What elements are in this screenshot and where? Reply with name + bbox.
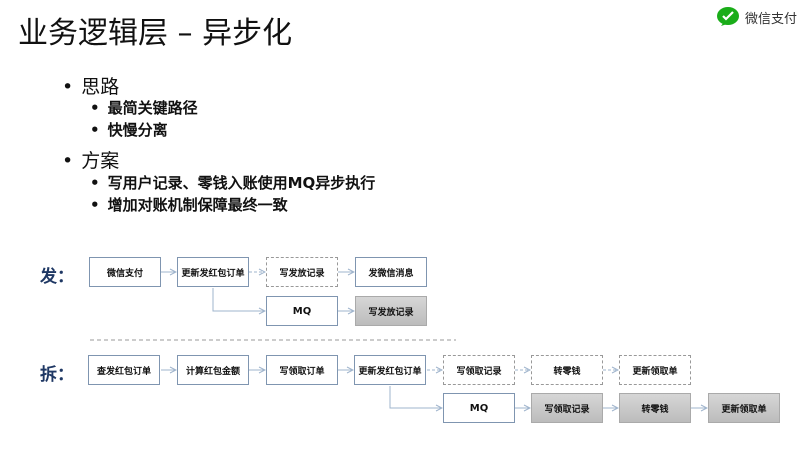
wechat-pay-logo: 微信支付 xyxy=(716,6,797,28)
sub-bullet: •写用户记录、零钱入账使用MQ异步执行 xyxy=(90,174,376,192)
flow-box-consumer: 更新领取单 xyxy=(708,393,780,423)
bullet-ideas: •思路 xyxy=(62,76,120,98)
bullet-plan: •方案 xyxy=(62,150,120,172)
flow-box: 更新发红包订单 xyxy=(354,355,426,385)
flow-box-async: 更新领取单 xyxy=(619,355,691,385)
flow-box-consumer: 写发放记录 xyxy=(355,296,427,326)
slide-title: 业务逻辑层 – 异步化 xyxy=(18,16,293,51)
flow-box-consumer: 写领取记录 xyxy=(531,393,603,423)
flow-box: 查发红包订单 xyxy=(88,355,160,385)
flow-box: 计算红包金额 xyxy=(177,355,249,385)
flow-box-async: 转零钱 xyxy=(531,355,603,385)
open-label: 拆： xyxy=(40,365,74,385)
logo-label: 微信支付 xyxy=(745,11,798,27)
sub-bullet: •增加对账机制保障最终一致 xyxy=(90,196,288,214)
flow-box: 更新发红包订单 xyxy=(177,257,249,287)
sub-bullet: •最简关键路径 xyxy=(90,99,198,117)
flow-box-async: 写发放记录 xyxy=(266,257,338,287)
flow-box-async: 写领取记录 xyxy=(443,355,515,385)
flow-box: 微信支付 xyxy=(89,257,161,287)
flow-box: 写领取订单 xyxy=(266,355,338,385)
sub-bullet: •快慢分离 xyxy=(90,121,168,139)
flow-box: 发微信消息 xyxy=(355,257,427,287)
wechat-pay-icon xyxy=(717,7,739,26)
mq-box: MQ xyxy=(266,296,338,326)
send-label: 发： xyxy=(40,267,74,287)
flow-box-consumer: 转零钱 xyxy=(619,393,691,423)
mq-box: MQ xyxy=(443,393,515,423)
